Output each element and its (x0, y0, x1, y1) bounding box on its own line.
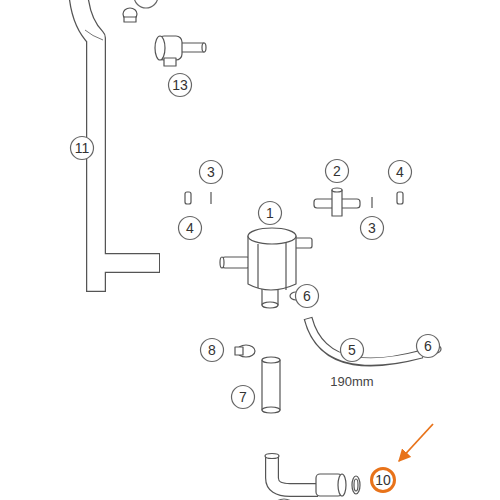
callout-number: 3 (198, 159, 224, 179)
callout-circle: 6 (294, 283, 320, 309)
t-fitting (314, 188, 360, 216)
dimension-label: 190mm (328, 374, 375, 389)
callout-circle: 1 (257, 200, 283, 226)
pin (185, 192, 403, 208)
callout-circle: 11 (69, 135, 95, 161)
callout-circle: 8 (199, 337, 225, 363)
tube-piece (262, 357, 280, 413)
callout-circle: 4 (177, 215, 203, 241)
callout-circle: 13 (167, 72, 193, 98)
callout-number: 6 (415, 333, 441, 353)
hose-clamp (235, 345, 255, 357)
callout-number: 4 (177, 215, 203, 235)
callout-circle: 4 (387, 159, 413, 185)
callout-number: 8 (199, 337, 225, 357)
fitting (271, 474, 360, 500)
callout-circle: 3 (359, 215, 385, 241)
callout-number: 13 (167, 72, 193, 92)
callout-number: 5 (339, 337, 365, 357)
hose (308, 318, 422, 362)
callout-number: 11 (69, 135, 95, 155)
callout-number: 1 (257, 200, 283, 220)
callout-circle: 3 (198, 159, 224, 185)
callout-number: 6 (294, 283, 320, 303)
callout-number: 3 (359, 215, 385, 235)
callout-number: 10 (370, 467, 396, 487)
callout-circle: 5 (339, 337, 365, 363)
pointer-arrow (399, 424, 433, 461)
callout-circle: 7 (230, 384, 256, 410)
elbow-pipe (265, 454, 318, 491)
callout-number: 2 (324, 158, 350, 178)
elbow-fitting (155, 36, 206, 66)
callout-number: 7 (230, 384, 256, 404)
callout-number: 4 (387, 159, 413, 179)
callout-circle: 10 (370, 467, 396, 493)
callout-circle: 2 (324, 158, 350, 184)
callout-circle: 6 (415, 333, 441, 359)
hose-clamp (123, 0, 158, 22)
